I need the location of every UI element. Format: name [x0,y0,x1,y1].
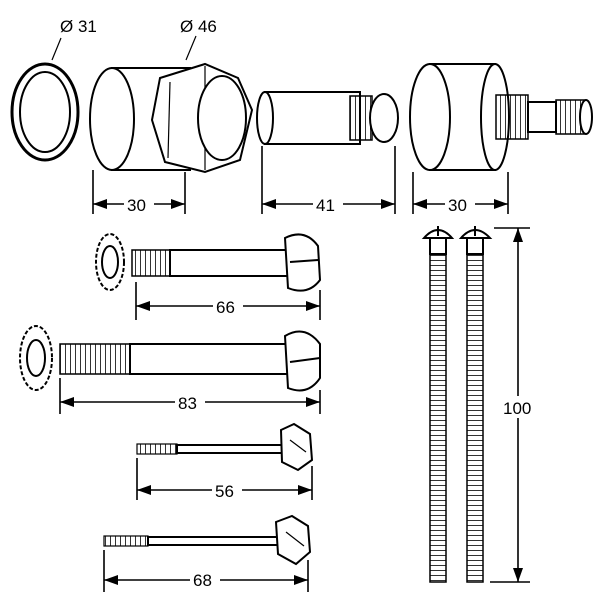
dimension-screw-100: 100 [490,227,540,583]
dim-label-cap-right: 30 [448,196,467,215]
long-screw-right [458,226,493,583]
dimension-bolt-66: 66 [135,282,321,320]
ring-diameter-label: Ø 31 [60,17,97,36]
nut-leader-line [185,35,197,61]
bolt-66 [131,233,322,292]
dim-label-bolt-66: 66 [216,298,235,317]
dimension-bolt-83: 83 [59,378,321,414]
dimension-sleeve: 41 [261,146,396,215]
dim-label-rod-56: 56 [215,482,234,501]
dimension-cap-left: 30 [92,170,186,215]
lock-washer-small [95,233,125,291]
dim-label-sleeve: 41 [316,196,335,215]
dimension-rod-68: 68 [103,550,309,592]
ring-leader-line [51,37,62,61]
cap-with-spindle [409,63,593,171]
bolt-83 [59,330,321,392]
dim-label-screw-100: 100 [503,399,531,418]
long-screw-left [421,226,455,583]
dimension-rod-56: 56 [136,458,313,501]
extension-sleeve [256,91,399,145]
dim-label-rod-68: 68 [193,571,212,590]
o-ring [10,62,80,162]
dim-label-cap-left: 30 [127,196,146,215]
lock-washer-large [19,325,53,391]
dimension-cap-right: 30 [412,172,509,215]
nut-diameter-label: Ø 46 [180,17,217,36]
rod-56 [136,422,314,472]
rod-68 [103,514,312,566]
cap-with-hex-nut [89,62,254,174]
dim-label-bolt-83: 83 [178,394,197,413]
